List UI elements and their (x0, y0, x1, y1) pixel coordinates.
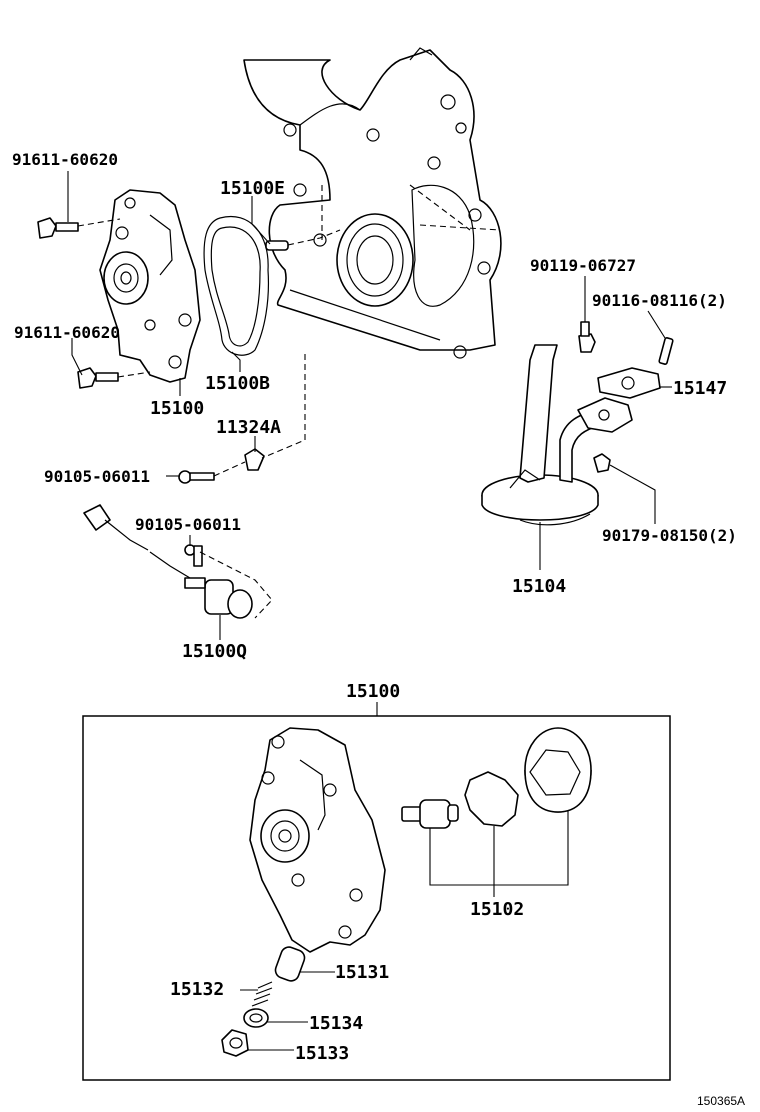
figure-id: 150365A (697, 1094, 745, 1108)
nut-icon (593, 453, 611, 473)
bolt-icon (77, 367, 119, 389)
oil-pump-body-detail (249, 727, 386, 953)
label-relief-valve: 15131 (335, 962, 389, 983)
drive-shaft (401, 799, 459, 829)
screw-icon (178, 470, 215, 484)
label-screw-plug: 90105-06011 (44, 467, 150, 486)
label-sensor: 15100Q (182, 641, 247, 662)
oil-pump-gasket (203, 215, 269, 356)
stud-icon (658, 337, 674, 365)
screw-icon (184, 544, 203, 567)
label-strainer-gasket: 15147 (673, 378, 727, 399)
label-bolt-bottom: 91611-60620 (14, 323, 120, 342)
oil-pump-body-upper (99, 189, 201, 383)
bolt-icon (37, 217, 79, 239)
label-plug: 11324A (216, 417, 281, 438)
label-dowel-pin: 15100E (220, 178, 285, 199)
assembly-guide-lines (77, 184, 501, 619)
leader-lines (67, 171, 672, 1051)
label-strainer: 15104 (512, 576, 566, 597)
inner-rotor (464, 771, 519, 827)
relief-spring (251, 981, 273, 1007)
label-stud: 90116-08116(2) (592, 291, 727, 310)
plug-icon (244, 448, 265, 471)
label-strainer-bolt: 90119-06727 (530, 256, 636, 275)
label-pump-assembly: 15100 (150, 398, 204, 419)
label-strainer-nut: 90179-08150(2) (602, 526, 737, 545)
relief-valve (274, 946, 306, 982)
dowel-pin-icon (265, 240, 289, 251)
bolt-icon (578, 321, 596, 353)
label-spring: 15132 (170, 979, 224, 1000)
label-rotor-set: 15102 (470, 899, 524, 920)
outer-rotor (524, 727, 592, 813)
relief-washer (243, 1008, 269, 1028)
oil-strainer (481, 344, 633, 526)
label-gasket: 15100B (205, 373, 270, 394)
label-relief-plug: 15133 (295, 1043, 349, 1064)
engine-timing-cover (243, 47, 502, 359)
label-sensor-screw: 90105-06011 (135, 515, 241, 534)
relief-plug (221, 1029, 249, 1057)
label-bolt-top: 91611-60620 (12, 150, 118, 169)
crank-position-sensor (83, 504, 253, 619)
strainer-gasket (597, 367, 661, 399)
label-box-title: 15100 (346, 681, 400, 702)
label-washer: 15134 (309, 1013, 363, 1034)
